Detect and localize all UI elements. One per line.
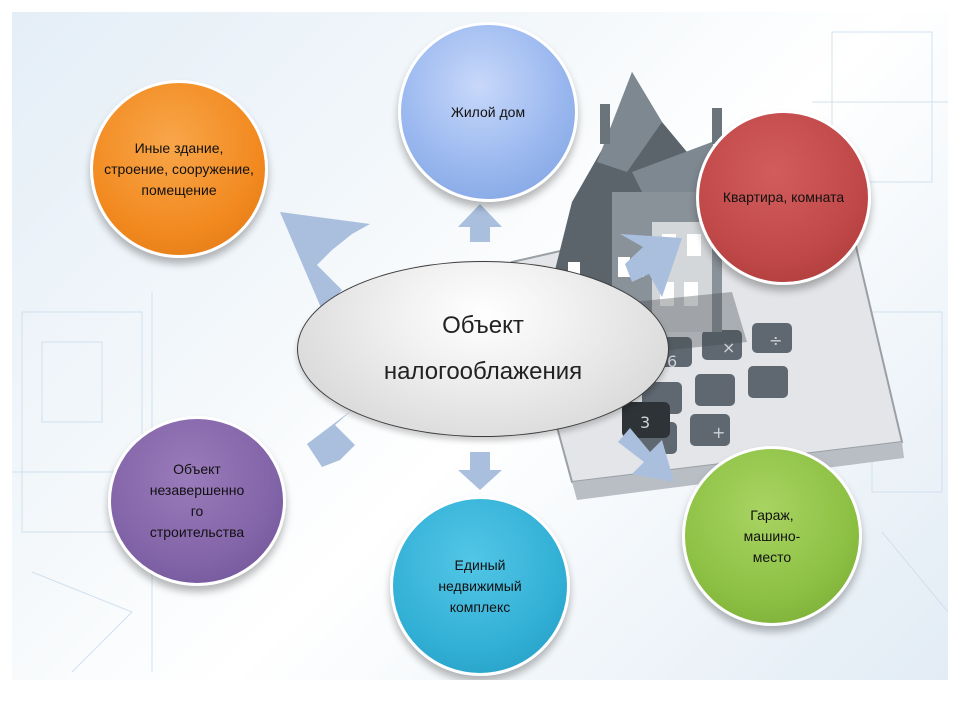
arrow-left-down xyxy=(307,410,355,467)
arrow-up xyxy=(458,204,502,242)
connector-arrows xyxy=(280,204,682,490)
node-unfinished-construction-label: Объект незавершенно го строительства xyxy=(149,461,245,540)
node-garage-parking: Гараж, машино-место xyxy=(682,446,862,626)
node-other-buildings-label: Иные здание, строение, сооружение, помещ… xyxy=(104,139,254,198)
svg-text:3: 3 xyxy=(640,413,650,432)
arrow-left-up xyxy=(280,212,370,310)
svg-text:×: × xyxy=(722,338,735,357)
svg-text:÷: ÷ xyxy=(769,331,782,350)
slide: 3 6 × ÷ + xyxy=(12,12,948,680)
node-garage-parking-label: Гараж, машино-место xyxy=(743,506,801,565)
node-unified-complex-label: Единый недвижимый комплекс xyxy=(438,556,522,615)
node-residential-house: Жилой дом xyxy=(398,22,578,202)
node-apartment-room: Квартира, комната xyxy=(696,110,871,285)
svg-text:6: 6 xyxy=(667,352,677,371)
arrow-down xyxy=(458,452,502,490)
arrow-right-up xyxy=(620,234,682,297)
arrow-right-down xyxy=(618,428,674,482)
node-apartment-room-label: Квартира, комната xyxy=(722,189,845,205)
node-unfinished-construction: Объект незавершенно го строительства xyxy=(108,416,286,586)
node-residential-house-label: Жилой дом xyxy=(450,103,526,120)
tax-object-label: Объект налогооблажения xyxy=(383,312,583,385)
svg-text:+: + xyxy=(712,423,725,442)
node-other-buildings: Иные здание, строение, сооружение, помещ… xyxy=(90,80,268,258)
tax-object-ellipse: Объект налогооблажения xyxy=(297,261,669,437)
node-unified-complex: Единый недвижимый комплекс xyxy=(390,496,570,676)
